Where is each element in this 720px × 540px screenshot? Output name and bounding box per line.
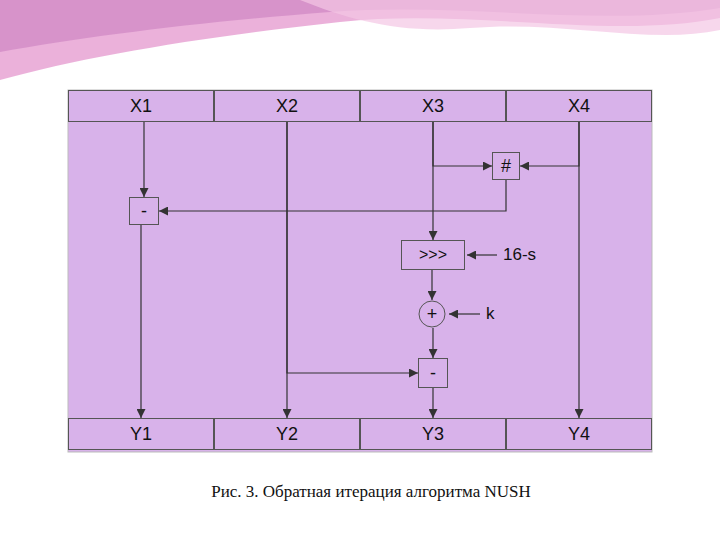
signal-arrow [432,388,433,418]
input-cell: X1 [68,90,214,122]
figure-caption: Рис. 3. Обратная итерация алгоритма NUSH [100,482,642,502]
signal-arrow [140,225,141,418]
signal-arrow [159,180,506,211]
subtract-box: - [129,197,159,225]
key-leader [449,313,480,314]
node-text: - [141,202,147,220]
input-cell: X3 [360,90,506,122]
node-text: Y2 [276,425,298,443]
node-text: # [501,157,511,175]
rotate-box: >>> [401,240,465,270]
node-text: X3 [422,97,444,115]
signal-arrow [431,270,432,300]
output-cell: Y4 [506,418,652,450]
node-text: >>> [419,247,447,263]
operation-box: # [492,152,520,180]
add-circle: + [418,300,446,328]
node-text: X2 [276,97,298,115]
subtract-box: - [418,358,448,388]
node-text: + [427,305,438,323]
signal-arrow [286,122,287,418]
input-cell: X2 [214,90,360,122]
node-text: X1 [130,97,152,115]
signal-arrow [520,122,579,166]
node-text: - [430,364,436,382]
shift-leader [467,254,497,255]
operand-label: k [486,305,495,322]
signal-arrow [578,122,579,418]
signal-arrow [432,122,433,240]
node-text: X4 [568,97,590,115]
node-text: Y4 [568,425,590,443]
signal-arrow [143,122,144,197]
output-cell: Y1 [68,418,214,450]
signal-arrow [433,122,492,166]
output-cell: Y2 [214,418,360,450]
signal-arrow [432,328,433,358]
output-cell: Y3 [360,418,506,450]
node-text: Y3 [422,425,444,443]
input-cell: X4 [506,90,652,122]
node-text: Y1 [130,425,152,443]
operand-label: 16-s [503,246,536,263]
signal-arrow [287,122,418,373]
